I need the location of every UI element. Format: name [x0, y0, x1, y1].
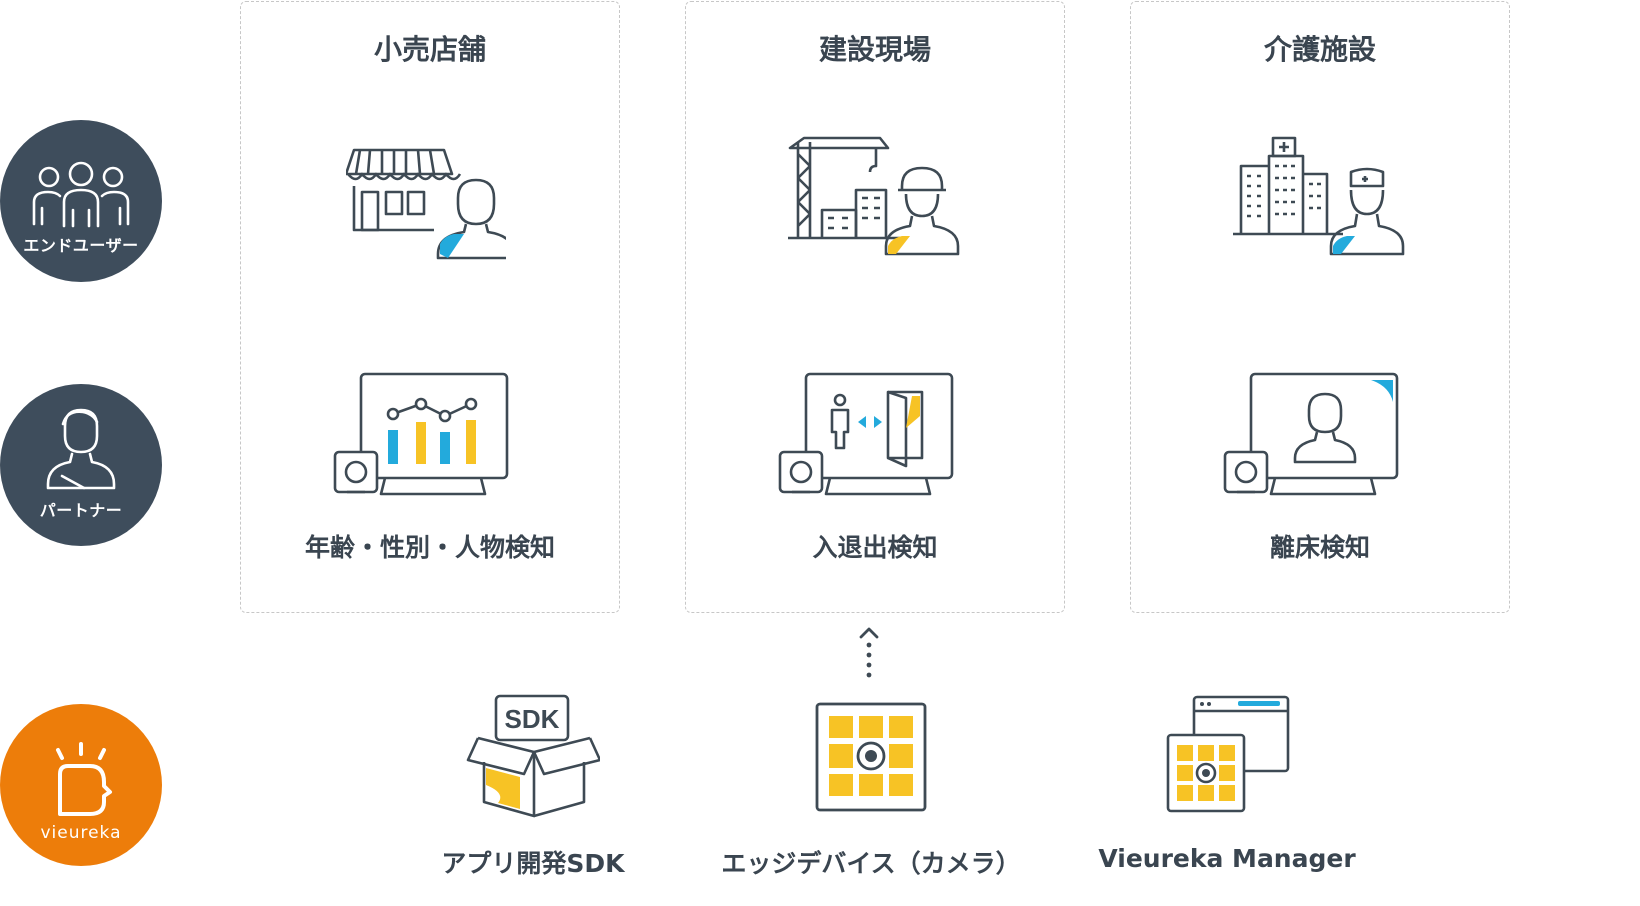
panel-title: 建設現場	[818, 33, 931, 66]
monitor-bed-exit-icon	[1223, 372, 1399, 496]
manager-label: Vieureka Manager	[1098, 844, 1356, 873]
monitor-analytics-icon	[333, 372, 509, 496]
edge-device-label: エッジデバイス（カメラ）	[721, 849, 1021, 878]
sdk-label: アプリ開発SDK	[441, 849, 625, 878]
partner-label: パートナー	[39, 501, 123, 520]
sdk-box-icon: SDK	[466, 694, 600, 818]
construction-crane-worker-icon	[788, 136, 960, 256]
monitor-entry-exit-icon	[778, 372, 954, 496]
vieureka-brand-badge: vieureka	[0, 704, 162, 866]
store-with-clerk-icon	[346, 148, 506, 260]
end-user-label: エンドユーザー	[23, 236, 139, 255]
panel-title: 小売店舗	[373, 33, 486, 66]
group-of-people-icon	[32, 161, 130, 228]
partner-badge: パートナー	[0, 384, 162, 546]
panel-retail: 小売店舗 年齢・	[240, 1, 620, 613]
panel-title: 介護施設	[1263, 33, 1376, 66]
panel-nursing: 介護施設 離床検知	[1130, 1, 1510, 613]
brand-label: vieureka	[40, 823, 122, 843]
management-console-icon	[1166, 695, 1290, 813]
edge-camera-device-icon	[815, 702, 927, 812]
panel-construction: 建設現場 入退出検知	[685, 1, 1065, 613]
sdk-badge-text: SDK	[505, 704, 560, 734]
arrow-up-icon	[859, 627, 879, 678]
panel-caption: 年齢・性別・人物検知	[304, 533, 555, 562]
vieureka-logo-icon	[56, 742, 112, 816]
end-user-badge: エンドユーザー	[0, 120, 162, 282]
hospital-nurse-icon	[1233, 136, 1405, 256]
panel-caption: 入退出検知	[812, 533, 938, 562]
partner-person-icon	[46, 408, 116, 490]
panel-caption: 離床検知	[1269, 533, 1370, 562]
